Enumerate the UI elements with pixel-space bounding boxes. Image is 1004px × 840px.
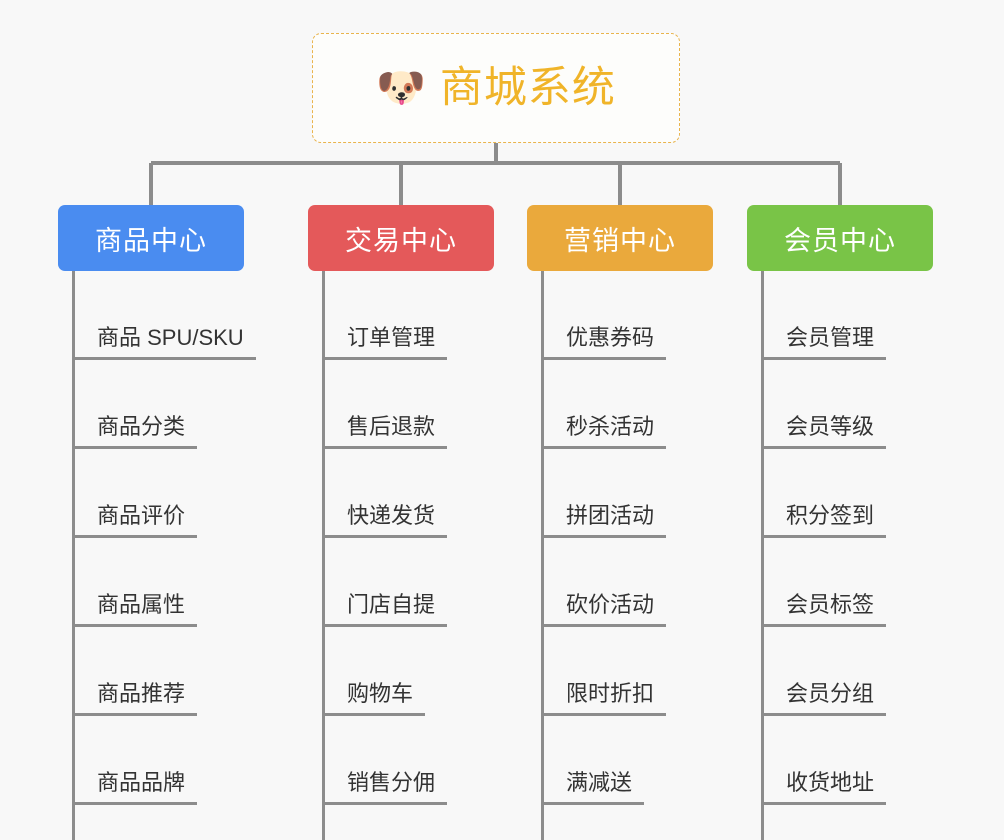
- leaf-item[interactable]: 快递发货: [325, 449, 448, 538]
- leaf-label: 会员管理: [764, 324, 887, 360]
- leaf-label: 限时折扣: [544, 680, 667, 716]
- leaf-item[interactable]: 商品推荐: [75, 627, 198, 716]
- leaf-item[interactable]: 积分签到: [764, 449, 887, 538]
- leaf-item[interactable]: 门店自提: [325, 538, 448, 627]
- leaf-item[interactable]: 购物车: [325, 627, 426, 716]
- leaf-label: 快递发货: [325, 502, 448, 538]
- leaf-label: 优惠券码: [544, 324, 667, 360]
- leaf-list-2: 订单管理 售后退款 快递发货 门店自提 购物车 销售分佣: [322, 271, 508, 840]
- leaf-label: 售后退款: [325, 413, 448, 449]
- category-column-2: 交易中心 订单管理 售后退款 快递发货 门店自提 购物车 销售分佣: [308, 205, 494, 840]
- leaf-list-4: 会员管理 会员等级 积分签到 会员标签 会员分组 收货地址: [761, 271, 947, 840]
- leaf-label: 商品推荐: [75, 680, 198, 716]
- leaf-label: 门店自提: [325, 591, 448, 627]
- leaf-item[interactable]: 限时折扣: [544, 627, 667, 716]
- leaf-item[interactable]: 秒杀活动: [544, 360, 667, 449]
- leaf-item[interactable]: 会员管理: [764, 271, 887, 360]
- category-header-2[interactable]: 交易中心: [308, 205, 494, 271]
- category-header-1[interactable]: 商品中心: [58, 205, 244, 271]
- leaf-list-1: 商品 SPU/SKU 商品分类 商品评价 商品属性 商品推荐 商品品牌: [72, 271, 258, 840]
- leaf-item[interactable]: 商品分类: [75, 360, 198, 449]
- leaf-item[interactable]: 会员分组: [764, 627, 887, 716]
- leaf-item[interactable]: 会员等级: [764, 360, 887, 449]
- root-title: 商城系统: [439, 63, 616, 112]
- leaf-label: 砍价活动: [544, 591, 667, 627]
- leaf-label: 满减送: [544, 769, 645, 805]
- leaf-item[interactable]: 拼团活动: [544, 449, 667, 538]
- leaf-label: 会员分组: [764, 680, 887, 716]
- leaf-label: 秒杀活动: [544, 413, 667, 449]
- leaf-label: 商品属性: [75, 591, 198, 627]
- leaf-label: 会员标签: [764, 591, 887, 627]
- category-column-3: 营销中心 优惠券码 秒杀活动 拼团活动 砍价活动 限时折扣 满减送: [527, 205, 713, 840]
- leaf-item[interactable]: 商品评价: [75, 449, 198, 538]
- leaf-label: 收货地址: [764, 769, 887, 805]
- category-header-3[interactable]: 营销中心: [527, 205, 713, 271]
- leaf-label: 商品评价: [75, 502, 198, 538]
- shiba-dog-face-icon: 🐶: [376, 66, 426, 110]
- category-column-4: 会员中心 会员管理 会员等级 积分签到 会员标签 会员分组 收货地址: [747, 205, 933, 840]
- leaf-label: 积分签到: [764, 502, 887, 538]
- leaf-item[interactable]: 商品 SPU/SKU: [75, 271, 256, 360]
- leaf-item[interactable]: 会员标签: [764, 538, 887, 627]
- leaf-item[interactable]: 销售分佣: [325, 716, 448, 805]
- leaf-item[interactable]: 收货地址: [764, 716, 887, 805]
- leaf-item[interactable]: 优惠券码: [544, 271, 667, 360]
- leaf-label: 销售分佣: [325, 769, 448, 805]
- leaf-label: 商品品牌: [75, 769, 198, 805]
- leaf-list-3: 优惠券码 秒杀活动 拼团活动 砍价活动 限时折扣 满减送: [541, 271, 727, 840]
- leaf-item[interactable]: 满减送: [544, 716, 645, 805]
- leaf-label: 会员等级: [764, 413, 887, 449]
- leaf-label: 商品分类: [75, 413, 198, 449]
- category-header-4[interactable]: 会员中心: [747, 205, 933, 271]
- leaf-label: 商品 SPU/SKU: [75, 324, 256, 360]
- leaf-label: 购物车: [325, 680, 426, 716]
- leaf-item[interactable]: 砍价活动: [544, 538, 667, 627]
- category-column-1: 商品中心 商品 SPU/SKU 商品分类 商品评价 商品属性 商品推荐 商品品牌: [58, 205, 256, 840]
- leaf-label: 拼团活动: [544, 502, 667, 538]
- leaf-item[interactable]: 商品品牌: [75, 716, 198, 805]
- leaf-item[interactable]: 订单管理: [325, 271, 448, 360]
- leaf-item[interactable]: 售后退款: [325, 360, 448, 449]
- leaf-label: 订单管理: [325, 324, 448, 360]
- leaf-item[interactable]: 商品属性: [75, 538, 198, 627]
- root-node[interactable]: 🐶 商城系统: [312, 33, 680, 143]
